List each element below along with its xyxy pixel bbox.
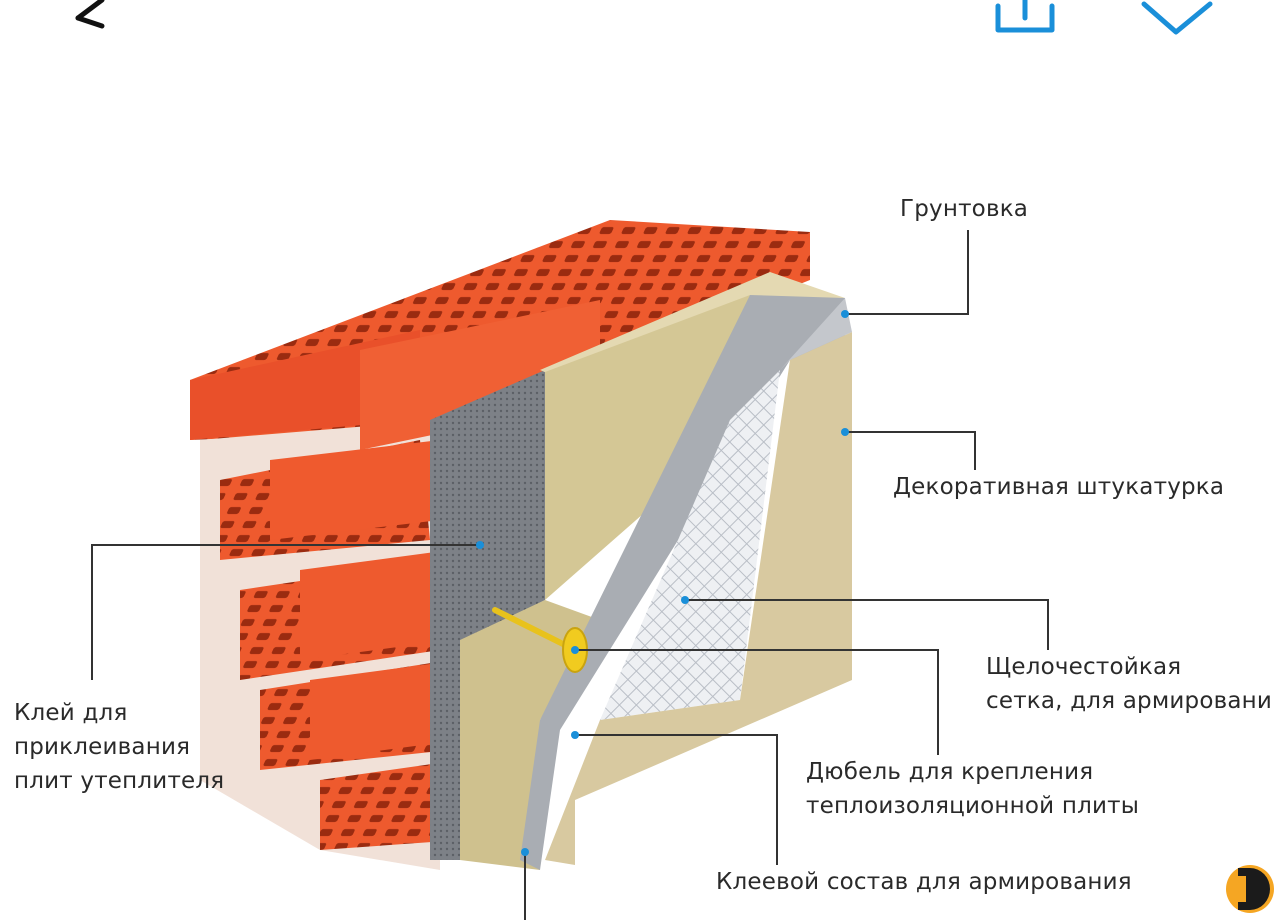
- heart-icon[interactable]: [1138, 0, 1218, 36]
- decorative-plaster: [545, 332, 852, 865]
- share-icon[interactable]: [990, 0, 1060, 36]
- brand-logo-icon[interactable]: [1224, 862, 1274, 916]
- label-glue: Клей для приклеивания плит утеплителя: [14, 700, 225, 794]
- arrow-left-icon[interactable]: [60, 0, 130, 30]
- brick-wall: [190, 220, 810, 870]
- callout-dots: [476, 310, 849, 856]
- insulation-front: [545, 295, 750, 600]
- top-bar: [0, 0, 1278, 40]
- callout-lines: [91, 230, 1049, 920]
- glue-layer: [430, 370, 545, 860]
- plaster-edge: [780, 298, 852, 370]
- brick-row-5: [320, 760, 460, 850]
- label-decorative-plaster: Декоративная штукатурка: [893, 474, 1225, 500]
- brick-row-2b: [270, 440, 440, 540]
- label-primer: Грунтовка: [900, 196, 1029, 222]
- label-dowel: Дюбель для крепления теплоизоляционной п…: [806, 759, 1140, 819]
- label-mesh: Щелочестойкая сетка, для армировани: [986, 654, 1273, 714]
- reinforcing-mesh: [600, 370, 780, 720]
- brick-row-4b: [310, 660, 460, 760]
- insulation-lower: [460, 600, 600, 870]
- label-adhesive: Клеевой состав для армирования: [716, 869, 1132, 895]
- brick-row-3b: [300, 550, 450, 660]
